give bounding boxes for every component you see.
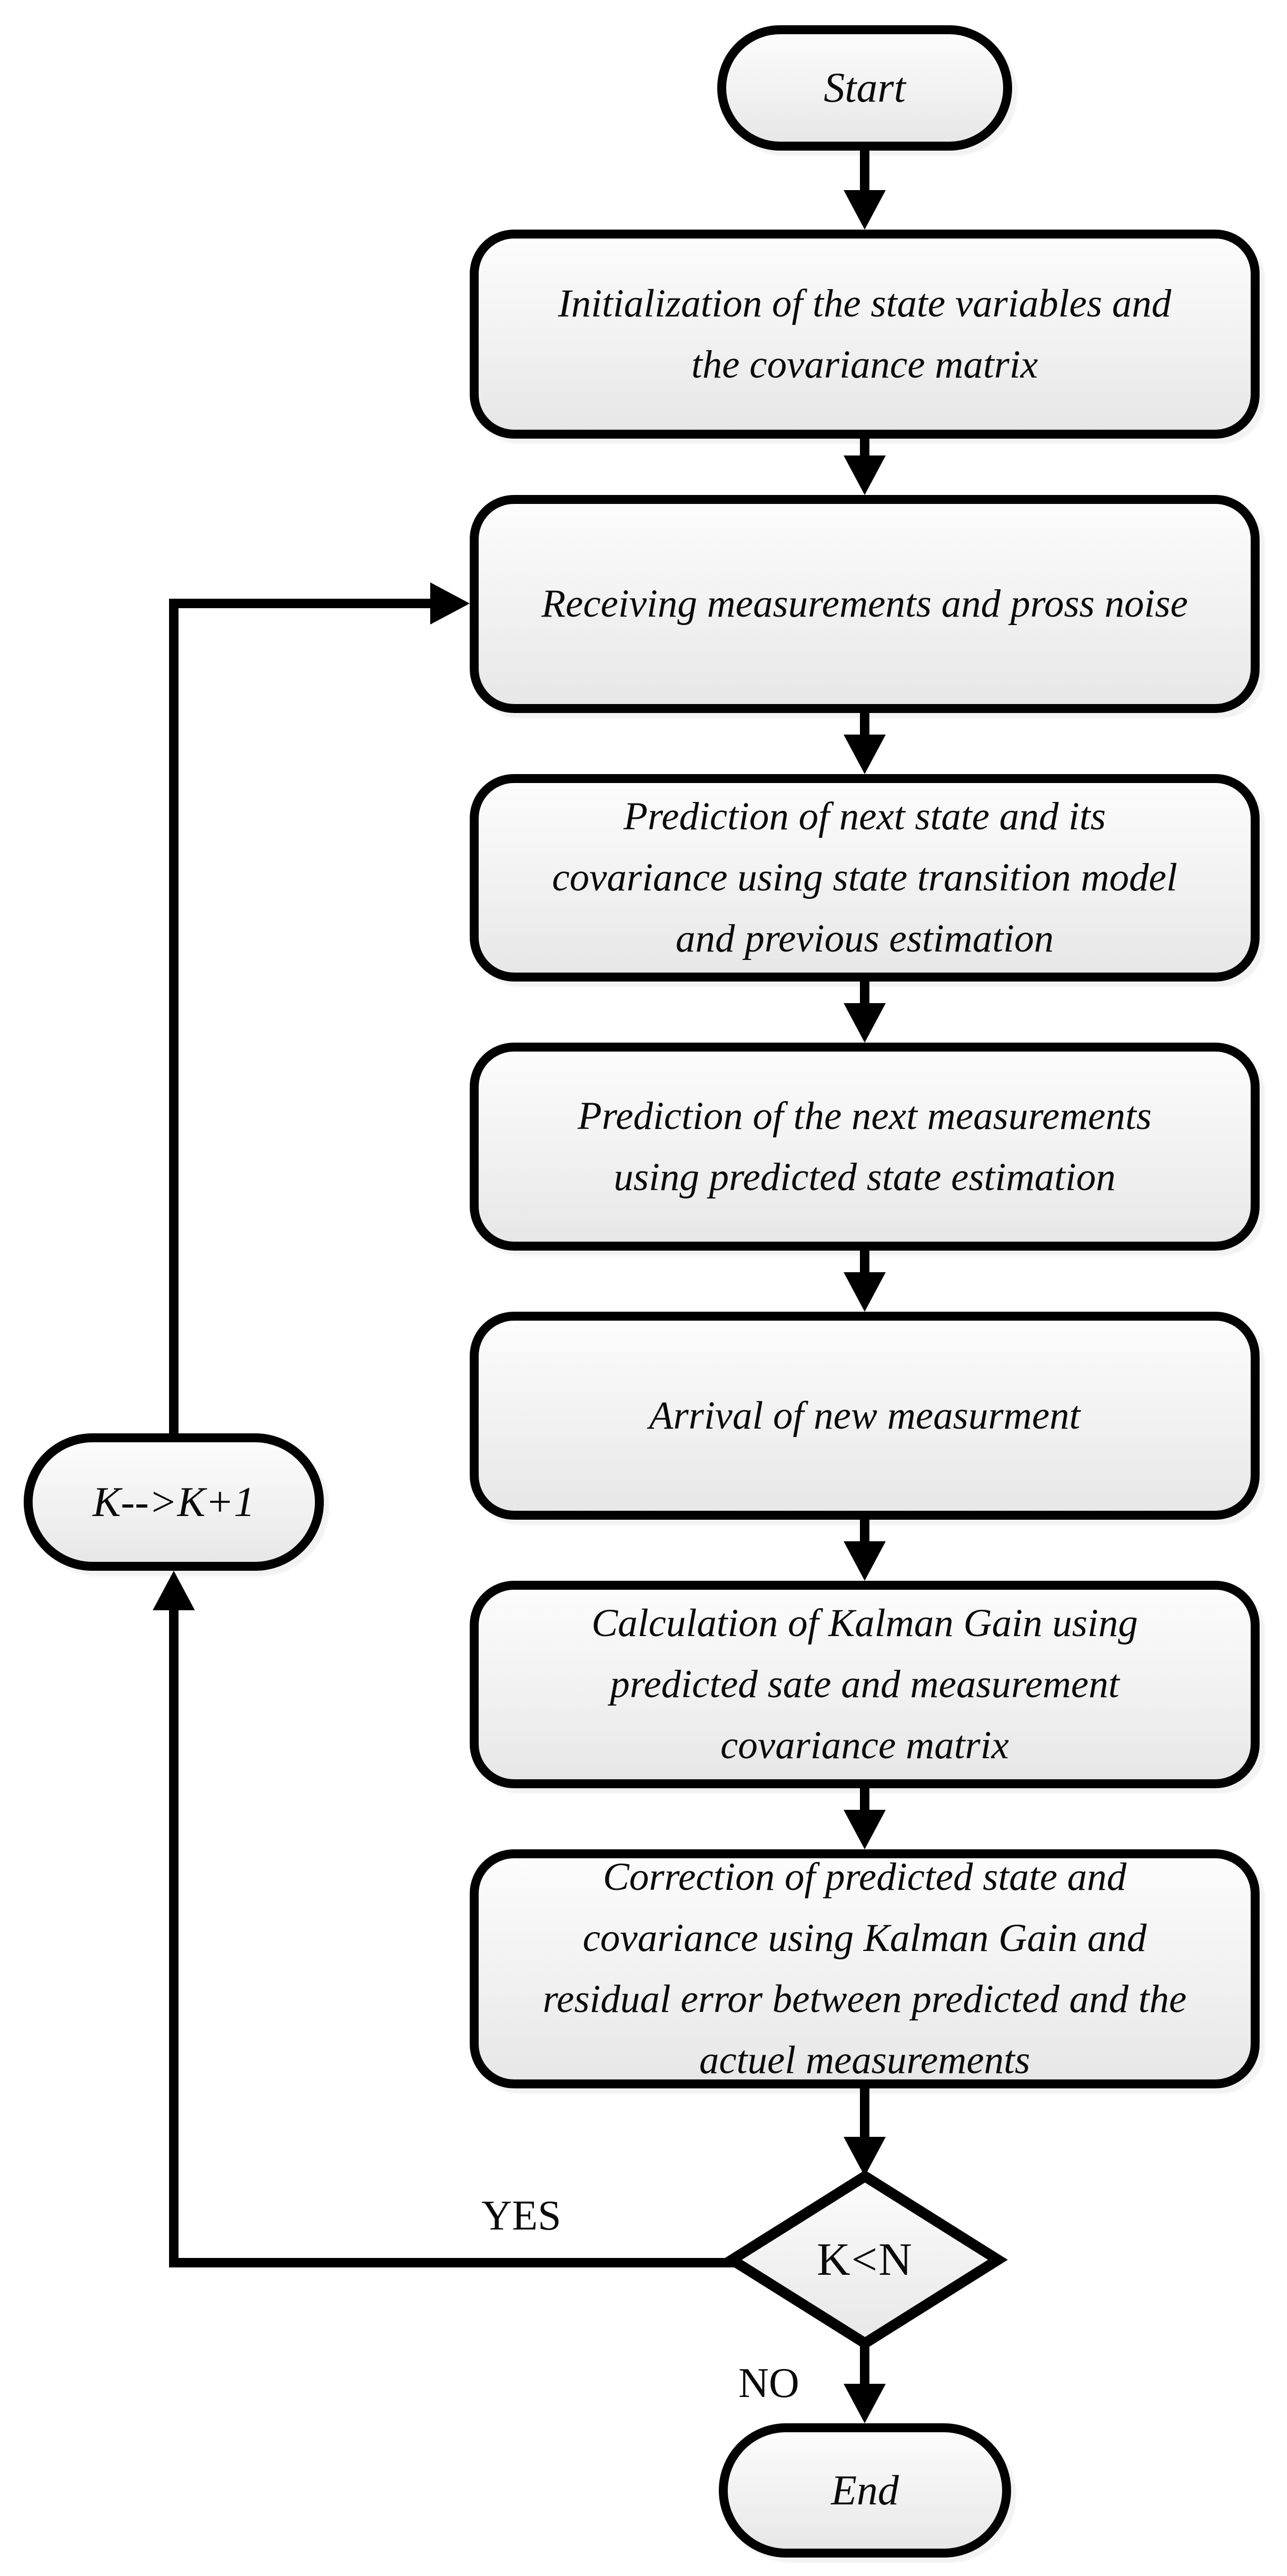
flow-line — [860, 1520, 869, 1541]
flow-line — [860, 713, 869, 735]
process-prediction-measurements-label: Prediction of the next measurements usin… — [578, 1094, 1152, 1199]
process-receiving-measurements: Receiving measurements and pross noise — [470, 495, 1260, 713]
flow-line — [860, 2343, 869, 2384]
loop-line-top-horizontal — [169, 599, 430, 608]
arrowhead-down-icon — [844, 2137, 886, 2176]
process-initialization-label: Initialization of the state variables an… — [558, 281, 1172, 387]
arrowhead-down-icon — [844, 1541, 886, 1581]
process-receiving-measurements-label: Receiving measurements and pross noise — [541, 582, 1188, 626]
arrowhead-down-icon — [844, 735, 886, 774]
loop-line-vertical-lower — [169, 1610, 179, 2267]
arrowhead-down-icon — [844, 1810, 886, 1849]
arrowhead-up-icon — [153, 1571, 195, 1610]
edge-label-no: NO — [738, 2360, 799, 2406]
process-correction: Correction of predicted state and covari… — [470, 1849, 1260, 2088]
loop-line-yes-horizontal — [170, 2258, 737, 2267]
arrowhead-down-icon — [844, 2384, 886, 2423]
process-arrival-label: Arrival of new measurment — [649, 1393, 1081, 1438]
flow-line — [860, 1251, 869, 1272]
process-kalman-gain-label: Calculation of Kalman Gain using predict… — [591, 1601, 1138, 1767]
arrowhead-down-icon — [844, 190, 886, 230]
process-arrival: Arrival of new measurment — [470, 1312, 1260, 1520]
process-prediction-state: Prediction of next state and its covaria… — [470, 774, 1260, 982]
increment-label: K-->K+1 — [93, 1479, 255, 1525]
end-terminator: End — [719, 2423, 1011, 2558]
flow-line — [860, 439, 869, 455]
increment-terminator: K-->K+1 — [24, 1433, 324, 1571]
arrowhead-down-icon — [844, 455, 886, 495]
flow-line — [860, 982, 869, 1003]
flow-line — [860, 2088, 869, 2137]
end-label: End — [831, 2467, 899, 2514]
flow-line — [860, 1788, 869, 1810]
process-prediction-state-label: Prediction of next state and its covaria… — [552, 795, 1177, 960]
arrowhead-down-icon — [844, 1272, 886, 1312]
process-initialization: Initialization of the state variables an… — [470, 230, 1260, 439]
start-terminator: Start — [717, 25, 1012, 151]
loop-line-vertical-upper — [169, 599, 179, 1433]
process-prediction-measurements: Prediction of the next measurements usin… — [470, 1043, 1260, 1251]
process-correction-label: Correction of predicted state and covari… — [542, 1855, 1187, 2082]
arrowhead-right-icon — [430, 582, 470, 625]
process-kalman-gain: Calculation of Kalman Gain using predict… — [470, 1581, 1260, 1788]
flow-line — [860, 151, 869, 190]
start-label: Start — [824, 65, 906, 111]
edge-label-yes: YES — [481, 2193, 561, 2239]
arrowhead-down-icon — [844, 1003, 886, 1043]
decision-label: K<N — [817, 2234, 913, 2285]
